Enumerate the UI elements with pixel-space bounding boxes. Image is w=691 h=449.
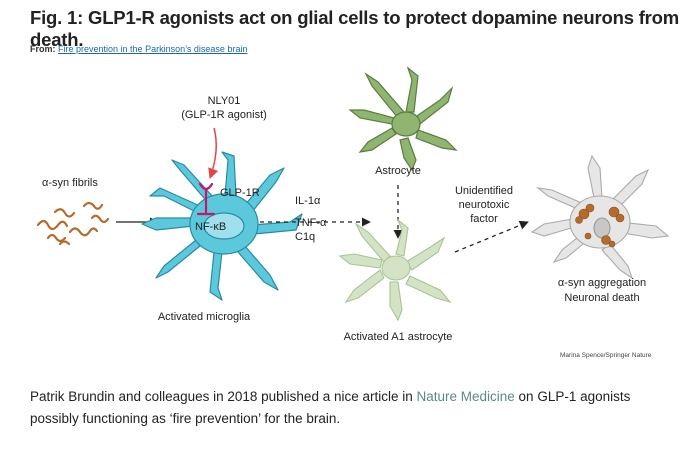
label-neuronal-death: Neuronal death — [564, 292, 639, 304]
label-a1-astrocyte: Activated A1 astrocyte — [344, 331, 453, 343]
caption-paragraph: Patrik Brundin and colleagues in 2018 pu… — [30, 386, 670, 430]
astrocyte-cell — [348, 66, 458, 172]
a1-astrocyte-cell — [338, 218, 452, 322]
mechanism-diagram: NLY01 (GLP-1R agonist) α-syn fibrils GLP… — [36, 66, 670, 343]
source-label: From: — [30, 44, 56, 54]
label-agonist: (GLP-1R agonist) — [181, 109, 267, 121]
label-glp1r: GLP-1R — [220, 187, 260, 199]
label-aggregation: α-syn aggregation — [558, 277, 646, 289]
source-article-link[interactable]: Fire prevention in the Parkinson’s disea… — [58, 44, 248, 54]
label-nfkb: NF-κB — [195, 221, 226, 233]
caption-text-after: on GLP-1 agonists possibly functioning a… — [30, 389, 631, 426]
label-factor-1: Unidentified — [455, 185, 513, 197]
fibril-cluster-icon — [36, 201, 110, 246]
label-il1a: IL-1α — [295, 195, 321, 207]
label-activated-microglia: Activated microglia — [158, 311, 251, 323]
source-line: From: Fire prevention in the Parkinson’s… — [30, 44, 247, 54]
label-nly01: NLY01 — [208, 95, 241, 107]
figure-title: Fig. 1: GLP1-R agonists act on glial cel… — [30, 7, 680, 50]
syn-aggregate-icon — [575, 203, 625, 248]
label-tnfa: TNF-α — [295, 217, 327, 229]
nature-medicine-link[interactable]: Nature Medicine — [416, 389, 515, 404]
label-syn-fibrils: α-syn fibrils — [42, 177, 98, 189]
label-factor-3: factor — [470, 213, 498, 225]
label-c1q: C1q — [295, 231, 315, 243]
arrow-a1-to-neuron — [454, 220, 529, 253]
caption-text-before: Patrik Brundin and colleagues in 2018 pu… — [30, 389, 417, 404]
label-factor-2: neurotoxic — [459, 199, 510, 211]
image-credit: Marina Spence/Springer Nature — [560, 352, 652, 359]
glp1r-receptor-icon — [196, 182, 216, 216]
dying-neuron-cell — [530, 154, 670, 280]
label-astrocyte: Astrocyte — [375, 165, 421, 177]
arrow-nly01-to-receptor — [208, 127, 219, 179]
